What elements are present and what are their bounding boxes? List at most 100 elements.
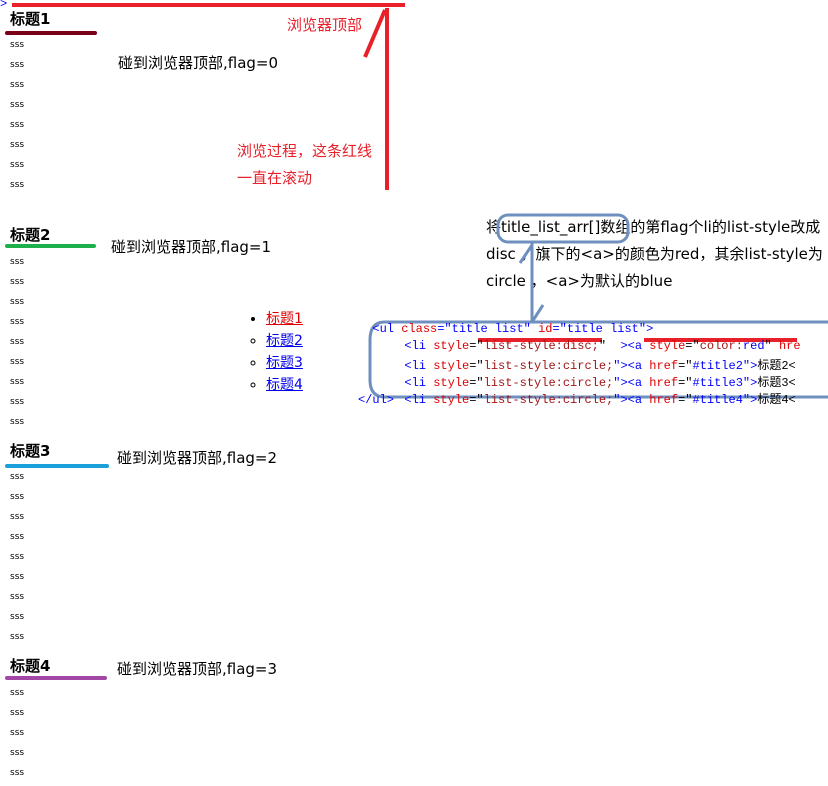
filler-text: sss [10,472,25,482]
toc-item: 标题4 [266,374,303,396]
filler-text: sss [10,160,25,170]
code-token: style [433,339,470,353]
code-token: " [598,339,621,353]
filler-text: sss [10,728,25,738]
code-li-3: <li style="list-style:circle;"><a href="… [390,359,796,390]
scroll-note-line2: 一直在滚动 [237,169,313,187]
code-token: color: [699,339,743,353]
code-ul-close: </ul> [358,393,395,407]
section-note: 碰到浏览器顶部,flag=1 [111,238,272,256]
code-token: " [764,339,779,353]
filler-text: sss [10,180,25,190]
code-box [368,320,828,399]
code-token: =" [678,359,693,373]
section-note: 碰到浏览器顶部,flag=3 [117,660,278,678]
filler-text: sss [10,100,25,110]
code-token: <li [404,359,434,373]
section-note: 碰到浏览器顶部,flag=2 [117,449,278,467]
code-token: 标题2< [757,359,796,373]
filler-text: sss [10,80,25,90]
red-arrow-head [363,9,387,58]
filler-text: sss [10,572,25,582]
code-token: =" [678,376,693,390]
code-token: href [649,376,679,390]
code-token: style [433,359,470,373]
filler-text: sss [10,357,25,367]
code-token: red [742,339,765,353]
code-token: list-style:disc; [483,339,599,353]
filler-text: sss [10,632,25,642]
description-line2: disc ，旗下的<a>的颜色为red，其余list-style为 [486,245,823,263]
code-token: "> [742,376,758,390]
filler-text: sss [10,768,25,778]
code-token: list-style:circle; [483,376,614,390]
filler-text: sss [10,120,25,130]
code-token: "> [742,393,758,407]
filler-text: sss [10,140,25,150]
code-token: =" [469,376,484,390]
section-title: 标题3 [10,442,51,460]
filler-text: sss [10,377,25,387]
code-token: #title4 [692,393,743,407]
code-token: " [523,322,539,336]
code-token: <li [404,339,434,353]
filler-text: sss [10,317,25,327]
code-token: title list [451,322,524,336]
code-token: title list [566,322,639,336]
code-token: href [649,359,679,373]
toc-link-4[interactable]: 标题4 [266,377,303,393]
description-line1: 将title_list_arr[]数组的第flag个li的list-style改… [486,218,821,236]
code-token: list-style:circle; [483,359,614,373]
code-token: style [649,339,686,353]
code-token: hre [778,339,801,353]
code-token: =" [469,393,484,407]
filler-text: sss [10,532,25,542]
filler-text: sss [10,40,25,50]
code-token: class [401,322,438,336]
filler-text: sss [10,277,25,287]
code-token: 标题3< [757,376,796,390]
filler-text: sss [10,592,25,602]
code-token: href [649,393,679,407]
code-ul-open: <ul class="title list" id="title list"> [358,308,653,336]
code-token: <ul [372,322,402,336]
scroll-note-line1: 浏览过程，这条红线 [237,142,373,160]
code-token: "> [742,359,758,373]
code-token: =" [552,322,567,336]
section-underline [5,464,109,468]
filler-text: sss [10,708,25,718]
code-fragment: > [0,0,8,11]
code-li-4: <li style="list-style:circle;"><a href="… [390,376,796,407]
section-note: 碰到浏览器顶部,flag=0 [118,54,279,72]
title-list: 标题1 标题2 标题3 标题4 [250,308,303,396]
filler-text: sss [10,297,25,307]
code-token: "><a [613,393,650,407]
code-token: #title3 [692,376,743,390]
code-li-1: <li style="list-style:disc;" ><a style="… [390,325,801,353]
filler-text: sss [10,257,25,267]
section-title: 标题4 [10,657,51,675]
code-token: "><a [613,376,650,390]
code-token: list-style:circle; [483,393,614,407]
toc-item: 标题2 [266,330,303,352]
code-token: =" [469,339,484,353]
section-underline [5,244,96,248]
filler-text: sss [10,512,25,522]
code-token: ><a [620,339,650,353]
section-underline [5,31,97,35]
callout-drawing [368,213,828,399]
filler-text: sss [10,337,25,347]
code-token: style [433,376,470,390]
section-title: 标题1 [10,10,51,28]
code-token: "> [638,322,654,336]
toc-link-2[interactable]: 标题2 [266,333,303,349]
filler-text: sss [10,552,25,562]
section-title: 标题2 [10,226,51,244]
highlight-box [496,213,630,244]
toc-item: 标题3 [266,352,303,374]
code-token: 标题4< [757,393,796,407]
toc-link-1[interactable]: 标题1 [266,311,303,327]
filler-text: sss [10,417,25,427]
toc-link-3[interactable]: 标题3 [266,355,303,371]
filler-text: sss [10,397,25,407]
